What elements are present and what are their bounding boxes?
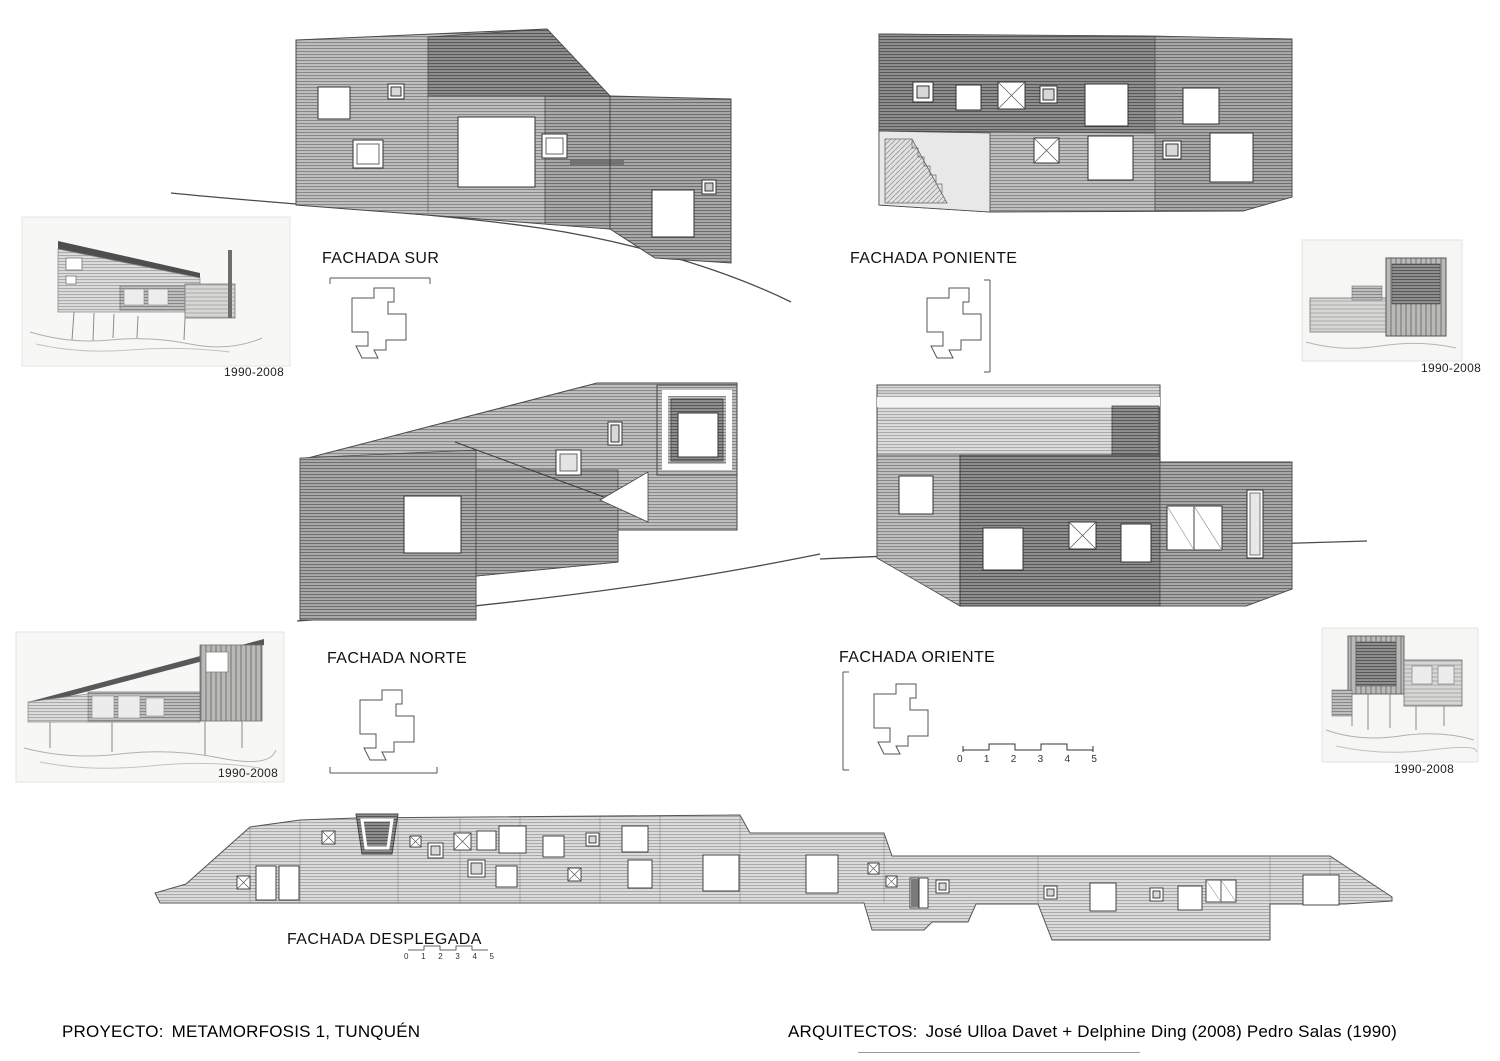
scale-tick: 3	[1037, 754, 1044, 765]
footer-divider-line	[858, 1052, 1140, 1053]
plan-key-oriente	[842, 671, 929, 771]
scale-tick: 4	[1064, 754, 1071, 765]
photo-sketch-top-left	[21, 216, 291, 367]
scale-tick: 2	[1010, 754, 1017, 765]
photo-caption-bottom-left: 1990-2008	[218, 766, 279, 780]
plan-key-sur	[329, 277, 431, 359]
fachada-oriente-label: FACHADA ORIENTE	[839, 649, 996, 666]
project-label: PROYECTO:	[62, 1022, 164, 1041]
fachada-oriente-windows	[898, 475, 1264, 571]
fachada-desplegada-label: FACHADA DESPLEGADA	[287, 931, 482, 948]
plan-key-poniente	[926, 279, 991, 373]
fachada-sur-drawing	[170, 28, 792, 303]
photo-sketch-top-right	[1301, 239, 1463, 362]
fachada-desplegada-windows	[236, 825, 1340, 912]
fachada-norte-drawing	[296, 382, 821, 622]
fachada-poniente-drawing	[878, 33, 1293, 213]
scale-tick: 3	[455, 952, 460, 961]
photo-caption-top-right: 1990-2008	[1421, 361, 1482, 375]
fachada-sur-label: FACHADA SUR	[322, 250, 440, 267]
scale-tick: 1	[983, 754, 990, 765]
fachada-sur-windows	[317, 83, 717, 238]
fachada-desplegada-drawing	[154, 813, 1393, 941]
plan-key-norte	[329, 689, 438, 774]
fachada-poniente-windows	[912, 81, 1254, 183]
fachada-norte-label: FACHADA NORTE	[327, 650, 468, 667]
photo-caption-bottom-right: 1990-2008	[1394, 762, 1455, 776]
architects-credit: ARQUITECTOS: José Ulloa Davet + Delphine …	[788, 1022, 1397, 1042]
scalebar-oriente	[962, 743, 1094, 752]
scale-tick: 1	[421, 952, 426, 961]
scalebar-oriente-ticks: 0 1 2 3 4 5	[957, 754, 1097, 765]
scale-tick: 5	[1091, 754, 1097, 765]
photo-sketch-bottom-left	[15, 631, 285, 783]
scale-tick: 4	[472, 952, 477, 961]
stair-wedge	[884, 138, 948, 204]
scalebar-desplegada-ticks: 0 1 2 3 4 5	[404, 952, 494, 961]
fachada-oriente-drawing	[819, 384, 1368, 607]
project-title: PROYECTO: METAMORFOSIS 1, TUNQUÉN	[62, 1022, 420, 1042]
fachada-norte-windows	[403, 412, 719, 554]
scalebar-desplegada	[408, 945, 488, 951]
photo-sketch-bottom-right	[1321, 627, 1479, 763]
scale-tick: 2	[438, 952, 443, 961]
scale-tick: 0	[957, 754, 963, 765]
architects-label: ARQUITECTOS:	[788, 1022, 918, 1041]
scale-tick: 0	[404, 952, 409, 961]
scale-tick: 5	[489, 952, 494, 961]
project-name: METAMORFOSIS 1, TUNQUÉN	[171, 1022, 421, 1041]
ground-line	[170, 192, 792, 303]
architects-names: José Ulloa Davet + Delphine Ding (2008) …	[925, 1022, 1397, 1041]
photo-caption-top-left: 1990-2008	[224, 365, 285, 379]
fachada-poniente-label: FACHADA PONIENTE	[850, 250, 1018, 267]
